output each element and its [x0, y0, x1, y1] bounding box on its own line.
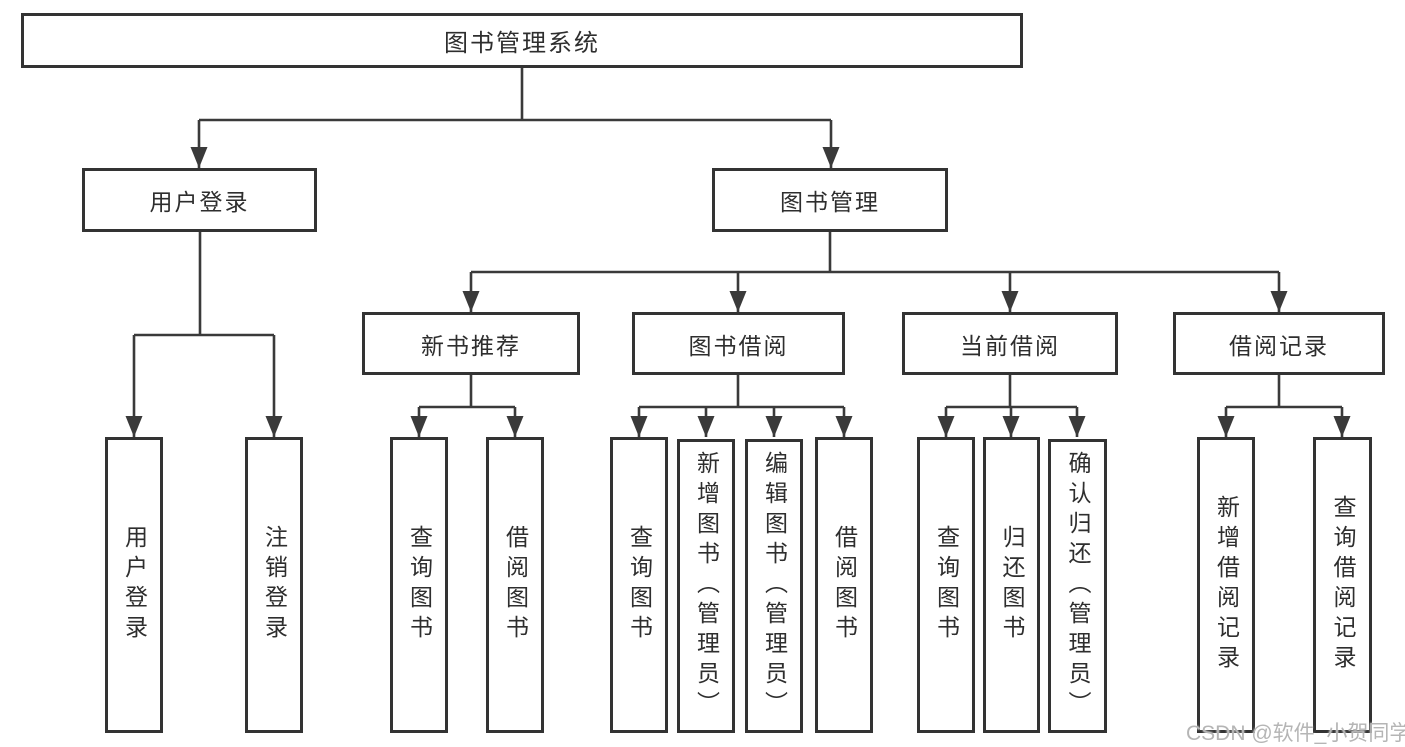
leaf-label: 注销登录 — [261, 525, 288, 645]
leaf-query-borrow-record: 查询借阅记录 — [1313, 437, 1372, 733]
node-label: 新书推荐 — [421, 332, 521, 359]
leaf-label: 编辑图书（管理员） — [761, 451, 788, 721]
leaf-label: 归还图书 — [999, 525, 1025, 645]
leaf-label: 查询图书 — [933, 525, 960, 645]
node-book-borrow: 图书借阅 — [632, 312, 845, 375]
leaf-query-books-2: 查询图书 — [610, 437, 668, 733]
leaf-edit-books-admin: 编辑图书（管理员） — [745, 439, 803, 733]
node-label: 借阅记录 — [1229, 332, 1329, 359]
leaf-return-books: 归还图书 — [983, 437, 1040, 733]
node-label: 用户登录 — [149, 189, 250, 215]
node-label: 当前借阅 — [960, 332, 1060, 359]
node-root-label: 图书管理系统 — [444, 30, 600, 57]
node-current-borrow: 当前借阅 — [902, 312, 1118, 375]
leaf-query-books-3: 查询图书 — [917, 437, 975, 733]
node-label: 图书管理 — [780, 189, 880, 215]
node-new-book-recommend: 新书推荐 — [362, 312, 580, 375]
leaf-add-borrow-record: 新增借阅记录 — [1197, 437, 1255, 733]
leaf-query-books-1: 查询图书 — [390, 437, 448, 733]
leaf-confirm-return-admin: 确认归还（管理员） — [1048, 439, 1107, 733]
leaf-label: 新增借阅记录 — [1213, 495, 1240, 675]
node-root: 图书管理系统 — [21, 13, 1023, 68]
leaf-label: 确认归还（管理员） — [1065, 451, 1091, 721]
leaf-label: 查询图书 — [406, 525, 433, 645]
node-user-login: 用户登录 — [82, 168, 317, 232]
node-book-management: 图书管理 — [712, 168, 948, 232]
leaf-logout: 注销登录 — [245, 437, 303, 733]
leaf-label: 查询借阅记录 — [1330, 495, 1356, 675]
node-borrow-records: 借阅记录 — [1173, 312, 1385, 375]
leaf-borrow-books-1: 借阅图书 — [486, 437, 544, 733]
leaf-add-books-admin: 新增图书（管理员） — [677, 439, 735, 733]
leaf-label: 用户登录 — [121, 525, 148, 645]
leaf-label: 借阅图书 — [502, 525, 529, 645]
csdn-watermark: CSDN @软件_小贺同学 — [1186, 722, 1405, 745]
leaf-borrow-books-2: 借阅图书 — [815, 437, 873, 733]
leaf-label: 借阅图书 — [831, 525, 858, 645]
leaf-label: 新增图书（管理员） — [693, 451, 720, 721]
node-label: 图书借阅 — [688, 332, 789, 359]
leaf-label: 查询图书 — [626, 525, 653, 645]
leaf-user-login: 用户登录 — [105, 437, 163, 733]
